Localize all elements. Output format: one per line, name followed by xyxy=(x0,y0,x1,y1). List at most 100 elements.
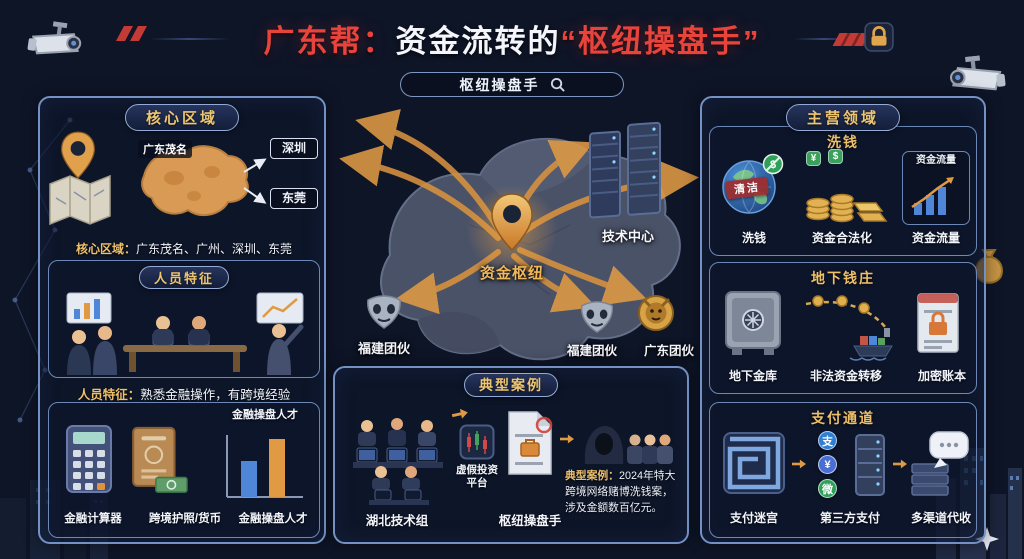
payments-title: 支付通道 xyxy=(811,410,875,426)
city-box-shenzhen: 深圳 xyxy=(270,138,318,159)
personnel-illustration xyxy=(66,292,304,375)
personnel-title: 人员特征 xyxy=(138,266,230,289)
money-legalize-illustration: ¥ $ xyxy=(798,149,890,223)
banks-title: 地下钱庄 xyxy=(811,270,875,286)
city-box-dongguan: 东莞 xyxy=(270,188,318,209)
city-link-arrows xyxy=(243,158,267,204)
payments-label-3: 多渠道代收 xyxy=(910,511,971,525)
laundering-label-2: 资金合法化 xyxy=(811,231,872,245)
personnel-caption-label: 人员特征： xyxy=(77,388,141,402)
payments-arrow-1 xyxy=(792,459,806,469)
personnel-caption-text: 熟悉金融操作，有跨境经验 xyxy=(140,388,291,402)
lion-head-icon xyxy=(638,295,674,331)
server-stack-icon xyxy=(589,121,661,219)
laundering-label-1: 洗钱 xyxy=(741,231,766,245)
core-region-panel: 核心区域 广东茂名 xyxy=(38,96,326,544)
case-arrow-1 xyxy=(451,408,468,419)
core-region-caption-label: 核心区域： xyxy=(75,242,136,256)
talent-label: 金融操盘人才 xyxy=(238,513,308,525)
laundering-section: 洗钱 $ 清洁 洗钱 ¥ $ xyxy=(709,126,977,256)
search-icon[interactable] xyxy=(550,77,565,92)
mask-icon-left xyxy=(367,295,401,329)
core-region-caption: 核心区域：广东茂名、广州、深圳、东莞 xyxy=(44,240,324,257)
lock-icon xyxy=(864,22,894,52)
globe-wash-illustration: $ 清洁 xyxy=(720,151,786,221)
currency-chip-yen: ¥ xyxy=(806,151,821,166)
case-panel: 典型案例 湖北技术组 虚假投资平台 xyxy=(333,366,689,544)
pay-badge-yuan: ¥ xyxy=(818,455,837,474)
banks-label-1: 地下金库 xyxy=(728,369,777,383)
hub-pin-icon xyxy=(491,193,533,252)
folded-map-icon xyxy=(49,174,111,226)
title-part2: 资金流转的 xyxy=(395,24,561,59)
payments-arrow-2 xyxy=(893,459,907,469)
page-title: 广东帮：资金流转的“枢纽操盘手” xyxy=(0,16,1024,61)
title-part1: 广东帮： xyxy=(263,24,396,59)
encrypted-ledger-icon xyxy=(917,293,959,353)
hub-label: 资金枢纽 xyxy=(479,265,544,282)
business-title: 主营领域 xyxy=(785,104,901,131)
region-map-tag: 广东茂名 xyxy=(138,140,192,158)
talent-chart-note: 金融操盘人才 xyxy=(232,409,298,421)
pay-badge-alipay: 支 xyxy=(818,431,837,450)
currency-chip-dollar: $ xyxy=(828,149,843,164)
sparkle-icon xyxy=(975,527,999,551)
case-desc-text: 2024年特大跨境网络赌博洗钱案，涉及金额数百亿元。 xyxy=(565,470,676,515)
fund-flow-chart-box: 资金流量 xyxy=(902,151,970,225)
coins-goldbars-icon xyxy=(806,193,888,223)
business-panel: 主营领域 洗钱 $ 清洁 洗钱 ¥ $ xyxy=(700,96,986,544)
fund-flow-chart xyxy=(911,177,954,215)
laundering-label-3: 资金流量 xyxy=(911,231,960,245)
case-desc-label: 典型案例： xyxy=(565,470,619,482)
core-region-title: 核心区域 xyxy=(124,104,240,131)
payments-section: 支付通道 支付迷宫 支 ¥ 微 第三方支付 xyxy=(709,402,977,538)
case-node2-label: 虚假投资平台 xyxy=(456,464,498,489)
tech-team-illustration xyxy=(353,418,443,505)
hacker-group-illustration xyxy=(584,426,673,464)
core-region-caption-text: 广东茂名、广州、深圳、东莞 xyxy=(136,242,293,256)
banks-label-2: 非法资金转移 xyxy=(809,369,882,383)
gang-left-label: 福建团伙 xyxy=(357,341,410,356)
case-node1-label: 湖北技术组 xyxy=(365,514,429,528)
tech-center-label: 技术中心 xyxy=(601,229,654,244)
talent-bar-chart xyxy=(226,435,303,498)
case-description: 典型案例：2024年特大跨境网络赌博洗钱案，涉及金额数百亿元。 xyxy=(565,468,683,517)
payments-label-1: 支付迷宫 xyxy=(729,511,778,525)
title-part3: “枢纽操盘手” xyxy=(560,24,761,59)
case-panel-title: 典型案例 xyxy=(464,373,558,397)
personnel-tools-panel: 金融操盘人才 xyxy=(48,402,320,538)
third-party-pay-illustration: 支 ¥ 微 xyxy=(812,431,888,501)
vault-safe-icon xyxy=(725,291,781,355)
calculator-icon xyxy=(66,425,112,493)
cctv-camera-right-icon xyxy=(949,55,1006,91)
personnel-caption: 人员特征：熟悉金融操作，有跨境经验 xyxy=(44,384,324,403)
passport-currency-icon xyxy=(132,426,188,493)
passport-label: 跨境护照/货币 xyxy=(148,513,222,525)
guangdong-region-shape xyxy=(141,145,249,217)
personnel-panel: 人员特征 xyxy=(48,260,320,378)
gang-right-label: 广东团伙 xyxy=(643,344,694,358)
calculator-label: 金融计算器 xyxy=(64,513,122,525)
mask-icon-mid xyxy=(580,301,614,334)
operator-document-icon xyxy=(508,411,553,475)
pay-badge-wechat: 微 xyxy=(818,479,837,498)
core-region-map-illustration: 广东茂名 深圳 东莞 xyxy=(48,130,320,236)
fund-transfer-trail-icon xyxy=(805,295,893,361)
payments-label-2: 第三方支付 xyxy=(819,511,880,525)
banks-label-3: 加密账本 xyxy=(917,369,966,383)
header-line-right xyxy=(794,38,854,40)
location-pin-icon xyxy=(61,131,95,179)
cctv-camera-left-icon xyxy=(27,21,82,55)
fake-platform-icon xyxy=(459,424,495,460)
case-node3-label: 枢纽操盘手 xyxy=(498,514,562,528)
search-bar[interactable]: 枢纽操盘手 xyxy=(400,72,624,97)
fund-flow-chart-title: 资金流量 xyxy=(916,155,956,166)
header-line-left xyxy=(150,38,230,40)
gang-mid-label: 福建团伙 xyxy=(566,344,617,358)
case-arrow-2 xyxy=(560,434,574,444)
banks-section: 地下钱庄 地下金库 非法资金转移 xyxy=(709,262,977,394)
maze-icon xyxy=(723,432,785,494)
pay-server-icon xyxy=(855,434,885,496)
multichannel-collect-icon xyxy=(911,431,969,496)
